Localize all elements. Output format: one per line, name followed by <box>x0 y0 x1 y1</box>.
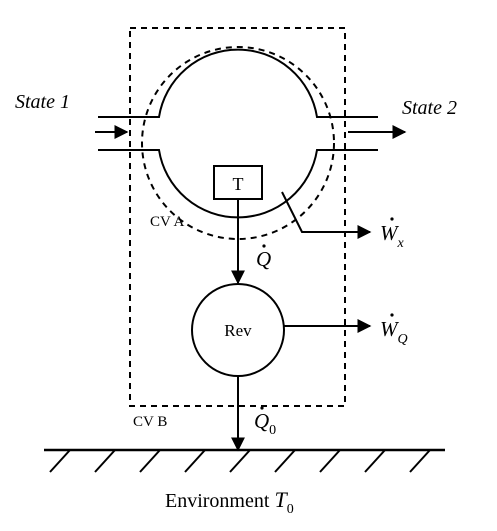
cv-a-boundary <box>141 46 335 240</box>
cv-a-label: CV A <box>150 214 184 230</box>
environment-label: Environment T0 <box>165 487 294 517</box>
state1-label: State 1 <box>15 91 70 113</box>
cv-b-label: CV B <box>133 414 167 430</box>
q-dot <box>262 244 266 248</box>
wx-dot <box>390 217 394 221</box>
ground-hatching <box>49 449 431 473</box>
wq-dot <box>390 313 394 317</box>
wq-label: WQ <box>380 317 408 347</box>
q-label: Q <box>256 247 271 271</box>
device-upper-wall <box>98 48 378 118</box>
state2-label: State 2 <box>402 97 457 119</box>
q0-dot <box>260 406 264 410</box>
rev-label: Rev <box>224 321 252 340</box>
wx-work-line <box>281 191 372 239</box>
wx-label: Wx <box>380 221 405 251</box>
turbine-box <box>213 165 263 200</box>
q0-label: Q0 <box>254 409 276 438</box>
turbine-label: T <box>233 174 244 194</box>
